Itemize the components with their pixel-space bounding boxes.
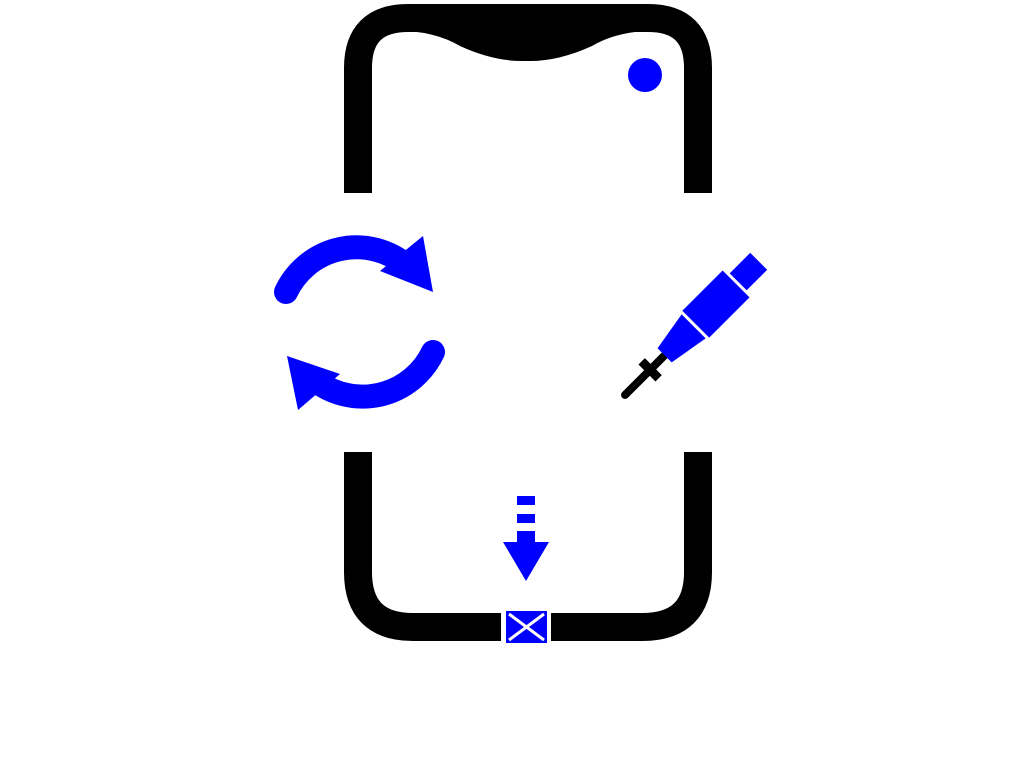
cable-plug-tip — [729, 252, 768, 291]
arrow-head — [503, 542, 549, 581]
cable-plug-body — [682, 270, 750, 338]
phone-frame-bottom — [344, 452, 712, 641]
charging-port-icon — [506, 611, 547, 643]
arrow-stem — [517, 531, 535, 543]
sync-arrow-bottom-arc — [300, 340, 445, 409]
sync-arrow-bottom-head — [287, 356, 340, 410]
cable-strain-relief — [638, 358, 662, 382]
cable-wire — [621, 351, 669, 399]
smartphone-outline-icon — [344, 3, 712, 641]
arrow-dash-2 — [517, 514, 535, 523]
cable-plug-neck — [657, 314, 706, 363]
port-cross-2 — [508, 612, 545, 642]
front-camera-dot-icon — [628, 58, 662, 92]
usb-cable-plug-icon — [621, 252, 768, 399]
sync-arrow-top-arc — [274, 235, 418, 304]
circular-sync-arrows-icon — [274, 235, 445, 410]
arrow-dash-1 — [517, 496, 535, 505]
dashed-down-arrow-icon — [503, 496, 549, 581]
phone-notch — [382, 14, 672, 62]
sync-arrow-top-head — [380, 236, 433, 292]
